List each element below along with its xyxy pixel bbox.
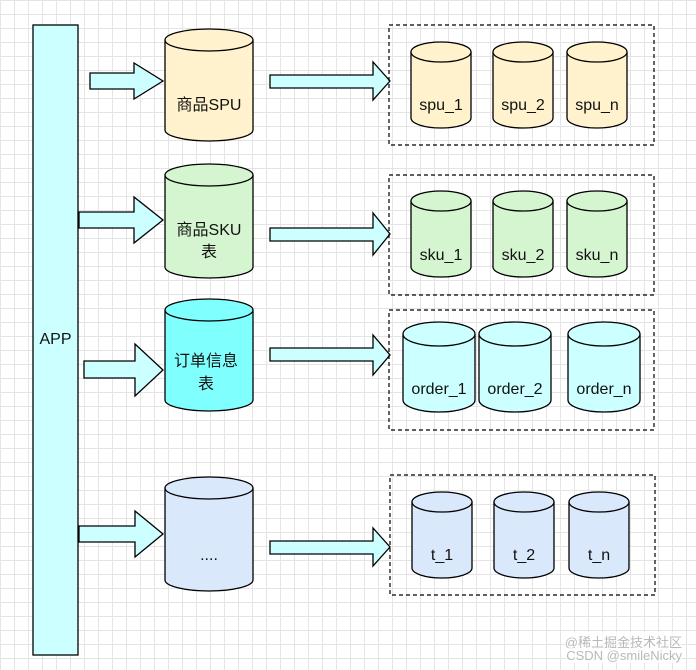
- shard-group-order: [388, 309, 655, 431]
- shard-sku-n-label: sku_n: [576, 247, 619, 264]
- table-spu-label: 商品SPU: [177, 96, 242, 114]
- shard-sku-n: sku_n: [566, 190, 628, 278]
- shard-sku-2: sku_2: [492, 190, 554, 278]
- shard-order-2-label: order_2: [487, 381, 542, 398]
- watermark-line2: CSDN @smileNicky: [566, 648, 682, 663]
- shard-group-spu: [388, 24, 655, 146]
- shard-t-2: t_2: [493, 491, 555, 579]
- table-more-label: ....: [200, 547, 218, 564]
- table-order-label-line2: 表: [198, 375, 214, 393]
- shard-spu-2-label: spu_2: [501, 97, 545, 114]
- arrow-sku-to-shards: [269, 211, 391, 257]
- shard-t-n: t_n: [568, 491, 630, 579]
- table-order: 订单信息 表: [164, 298, 254, 412]
- arrow-app-to-more: [78, 509, 165, 559]
- shard-sku-2-label: sku_2: [502, 247, 545, 264]
- shard-order-n-label: order_n: [576, 381, 631, 398]
- arrow-more-to-shards: [269, 526, 391, 568]
- shard-order-2: order_2: [478, 321, 552, 413]
- app-label: APP: [39, 331, 71, 348]
- shard-sku-1-label: sku_1: [420, 247, 463, 264]
- table-sku: 商品SKU 表: [164, 163, 254, 279]
- table-sku-label-line2: 表: [201, 243, 217, 261]
- shard-group-sku: [388, 174, 655, 296]
- table-order-label-line1: 订单信息: [174, 352, 238, 370]
- shard-spu-1: spu_1: [410, 41, 472, 129]
- arrow-app-to-order: [83, 342, 164, 398]
- shard-spu-n-label: spu_n: [575, 97, 619, 114]
- shard-group-more: [389, 474, 656, 596]
- shard-t-2-label: t_2: [513, 547, 535, 564]
- shard-order-n: order_n: [567, 321, 641, 413]
- arrow-spu-to-shards: [269, 60, 391, 102]
- shard-spu-n: spu_n: [566, 41, 628, 129]
- shard-t-1: t_1: [411, 491, 473, 579]
- table-sku-label-line1: 商品SKU: [177, 221, 242, 239]
- arrow-app-to-sku: [78, 195, 165, 245]
- watermark-line1: @稀土掘金技术社区: [564, 632, 682, 651]
- shard-t-n-label: t_n: [588, 547, 610, 564]
- shard-order-1-label: order_1: [411, 381, 466, 398]
- arrow-order-to-shards: [269, 333, 391, 377]
- table-spu: 商品SPU: [164, 28, 254, 142]
- table-more: ....: [164, 476, 254, 592]
- shard-sku-1: sku_1: [410, 190, 472, 278]
- arrow-app-to-spu: [89, 61, 165, 101]
- shard-order-1: order_1: [402, 321, 476, 413]
- shard-t-1-label: t_1: [431, 547, 453, 564]
- shard-spu-2: spu_2: [492, 41, 554, 129]
- shard-spu-1-label: spu_1: [419, 97, 463, 114]
- app-box: [32, 24, 79, 656]
